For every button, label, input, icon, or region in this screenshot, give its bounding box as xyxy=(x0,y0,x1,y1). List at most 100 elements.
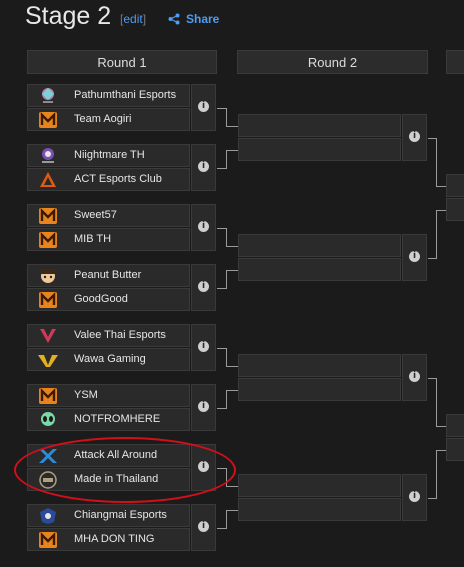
team-slot-empty[interactable] xyxy=(238,138,401,161)
share-icon xyxy=(168,13,180,25)
match-info-button[interactable]: i xyxy=(402,354,427,401)
team-slot[interactable]: Valee Thai Esports xyxy=(27,324,190,347)
match-info-button[interactable]: i xyxy=(191,204,216,251)
team-name: MIB TH xyxy=(74,233,112,245)
match-5: Valee Thai Esports Wawa Gaming i xyxy=(27,324,217,372)
team-slot[interactable]: Sweet57 xyxy=(27,204,190,227)
team-slot-empty[interactable] xyxy=(238,474,401,497)
team-name: Pathumthani Esports xyxy=(74,89,177,101)
match-info-button[interactable]: i xyxy=(191,84,216,131)
edit-bracket-open: [ xyxy=(120,12,124,26)
team-name: MHA DON TING xyxy=(74,533,155,545)
team-slot-empty[interactable] xyxy=(238,354,401,377)
team-name: Valee Thai Esports xyxy=(74,329,166,341)
m-logo-icon xyxy=(39,292,57,308)
match-info-button[interactable]: i xyxy=(191,324,216,371)
team-name: Team Aogiri xyxy=(74,113,132,125)
team-slot[interactable]: Wawa Gaming xyxy=(27,348,190,371)
info-icon: i xyxy=(198,401,209,412)
team-slot-empty[interactable] xyxy=(238,234,401,257)
bracket-connector xyxy=(226,366,238,367)
team-slot[interactable]: NOTFROMHERE xyxy=(27,408,190,431)
round-2-match-4: i xyxy=(238,474,428,522)
match-info-button[interactable]: i xyxy=(191,384,216,431)
info-icon: i xyxy=(409,371,420,382)
team-name: Peanut Butter xyxy=(74,269,142,281)
bracket-connector xyxy=(436,426,446,427)
team-slot-empty[interactable] xyxy=(238,498,401,521)
bracket-connector xyxy=(226,108,227,126)
match-1: Pathumthani Esports Team Aogiri i xyxy=(27,84,217,132)
alien-logo-icon xyxy=(41,412,55,426)
info-icon: i xyxy=(198,101,209,112)
bracket-connector xyxy=(226,390,238,391)
team-name: Wawa Gaming xyxy=(74,353,146,365)
team-slot[interactable]: GoodGood xyxy=(27,288,190,311)
round-1-header: Round 1 xyxy=(27,50,217,74)
info-icon: i xyxy=(198,221,209,232)
team-name: Sweet57 xyxy=(74,209,117,221)
match-info-button[interactable]: i xyxy=(191,264,216,311)
match-4: Peanut Butter GoodGood i xyxy=(27,264,217,312)
team-slot-empty[interactable] xyxy=(446,414,464,437)
edit-link[interactable]: edit xyxy=(123,12,143,26)
team-slot[interactable]: YSM xyxy=(27,384,190,407)
match-2: Niightmare TH ACT Esports Club i xyxy=(27,144,217,192)
match-info-button[interactable]: i xyxy=(402,114,427,161)
bracket-connector xyxy=(217,228,227,229)
match-8: Chiangmai Esports MHA DON TING i xyxy=(27,504,217,552)
chiangmai-logo-icon xyxy=(40,508,56,524)
round-2-match-1: i xyxy=(238,114,428,162)
team-slot[interactable]: MHA DON TING xyxy=(27,528,190,551)
bracket-connector xyxy=(226,270,227,288)
share-button[interactable]: Share xyxy=(168,12,219,26)
bracket-connector xyxy=(436,450,446,451)
match-info-button[interactable]: i xyxy=(402,234,427,281)
edit-bracket-close: ] xyxy=(142,12,147,26)
bracket-connector xyxy=(217,348,227,349)
team-slot[interactable]: MIB TH xyxy=(27,228,190,251)
team-name: Chiangmai Esports xyxy=(74,509,167,521)
team-slot[interactable]: Peanut Butter xyxy=(27,264,190,287)
bracket-connector xyxy=(226,270,238,271)
team-slot[interactable]: Niightmare TH xyxy=(27,144,190,167)
bracket-connector xyxy=(436,210,437,258)
team-name: NOTFROMHERE xyxy=(74,413,161,425)
bracket-connector xyxy=(428,138,437,139)
round-2-match-3: i xyxy=(238,354,428,402)
info-icon: i xyxy=(198,281,209,292)
bracket-connector xyxy=(226,510,238,511)
team-slot[interactable]: Pathumthani Esports xyxy=(27,84,190,107)
peanut-logo-icon xyxy=(41,269,55,283)
round-3-match-1 xyxy=(446,174,464,222)
pathumthani-logo-icon xyxy=(42,88,54,103)
bracket-connector xyxy=(428,258,437,259)
bracket-connector xyxy=(436,378,437,426)
bracket-connector xyxy=(428,378,437,379)
team-slot[interactable]: Team Aogiri xyxy=(27,108,190,131)
bracket-connector xyxy=(436,210,446,211)
team-name: YSM xyxy=(74,389,98,401)
bracket-connector xyxy=(217,168,227,169)
info-icon: i xyxy=(409,131,420,142)
match-6: YSM NOTFROMHERE i xyxy=(27,384,217,432)
team-slot-empty[interactable] xyxy=(238,378,401,401)
team-slot-empty[interactable] xyxy=(238,114,401,137)
bracket-connector xyxy=(217,528,227,529)
round-3-match-2 xyxy=(446,414,464,462)
match-info-button[interactable]: i xyxy=(191,144,216,191)
team-slot[interactable]: Chiangmai Esports xyxy=(27,504,190,527)
highlight-annotation-circle xyxy=(14,437,236,503)
match-info-button[interactable]: i xyxy=(402,474,427,521)
team-slot-empty[interactable] xyxy=(446,174,464,197)
team-slot-empty[interactable] xyxy=(446,198,464,221)
team-name: GoodGood xyxy=(74,293,128,305)
team-slot[interactable]: ACT Esports Club xyxy=(27,168,190,191)
team-name: ACT Esports Club xyxy=(74,173,162,185)
team-slot-empty[interactable] xyxy=(238,258,401,281)
bracket-connector xyxy=(436,186,446,187)
match-info-button[interactable]: i xyxy=(191,504,216,551)
bracket-connector xyxy=(226,150,238,151)
team-slot-empty[interactable] xyxy=(446,438,464,461)
info-icon: i xyxy=(409,251,420,262)
